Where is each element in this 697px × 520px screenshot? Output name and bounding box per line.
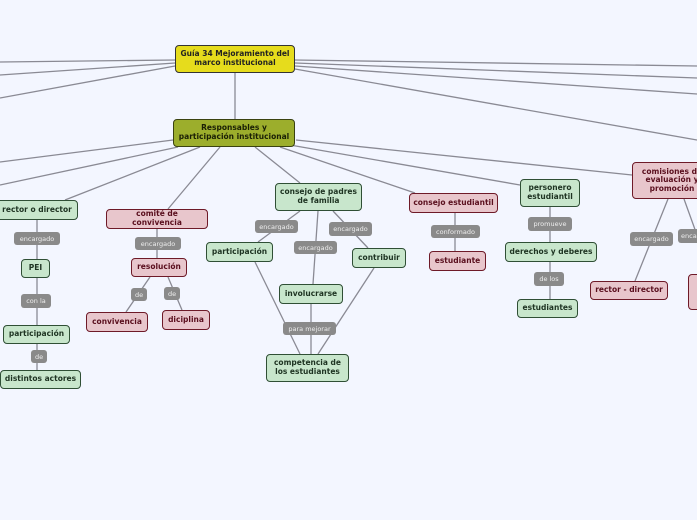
node-derechos[interactable]: derechos y deberes — [505, 242, 597, 262]
link-label: de los — [534, 272, 564, 286]
link-label: promueve — [528, 217, 572, 231]
link-label: encargado — [329, 222, 372, 236]
link-label: encargado — [255, 220, 298, 233]
link-label: de — [31, 350, 47, 363]
link-label: enca — [678, 229, 697, 243]
link-label: de — [131, 288, 147, 301]
link-label: encargado — [294, 241, 337, 254]
node-diciplina[interactable]: diciplina — [162, 310, 210, 330]
node-rector-director[interactable]: rector - director — [590, 281, 668, 300]
node-involucrarse[interactable]: involucrarse — [279, 284, 343, 304]
node-personero[interactable]: personero estudiantil — [520, 179, 580, 207]
node-comisiones[interactable]: comisiones de evaluación y promoción — [632, 162, 697, 199]
root-node[interactable]: Guía 34 Mejoramiento del marco instituci… — [175, 45, 295, 73]
node-padres[interactable]: consejo de padres de familia — [275, 183, 362, 211]
link-label: para mejorar — [283, 322, 336, 335]
node-resolucion[interactable]: resolución — [131, 258, 187, 277]
node-consejo-estudiantil[interactable]: consejo estudiantil — [409, 193, 498, 213]
link-label: con la — [21, 294, 51, 308]
link-label: conformado — [431, 225, 480, 238]
node-participacion[interactable]: participación — [3, 325, 70, 344]
node-comite[interactable]: comité de convivencia — [106, 209, 208, 229]
link-label: encargado — [14, 232, 60, 245]
node-convivencia[interactable]: convivencia — [86, 312, 148, 332]
node-pei[interactable]: PEI — [21, 259, 50, 278]
node-competencia[interactable]: competencia de los estudiantes — [266, 354, 349, 382]
responsables-node[interactable]: Responsables y participación institucion… — [173, 119, 295, 147]
link-label: encargado — [630, 232, 673, 246]
node-estudiantes[interactable]: estudiantes — [517, 299, 578, 318]
link-label: encargado — [135, 237, 181, 250]
link-label: de — [164, 287, 180, 300]
node-rector[interactable]: rector o director — [0, 200, 78, 220]
node-cutoff[interactable] — [688, 274, 697, 310]
node-contribuir[interactable]: contribuir — [352, 248, 406, 268]
node-actores[interactable]: distintos actores — [0, 370, 81, 389]
node-estudiante[interactable]: estudiante — [429, 251, 486, 271]
node-participacion-padres[interactable]: participación — [206, 242, 273, 262]
